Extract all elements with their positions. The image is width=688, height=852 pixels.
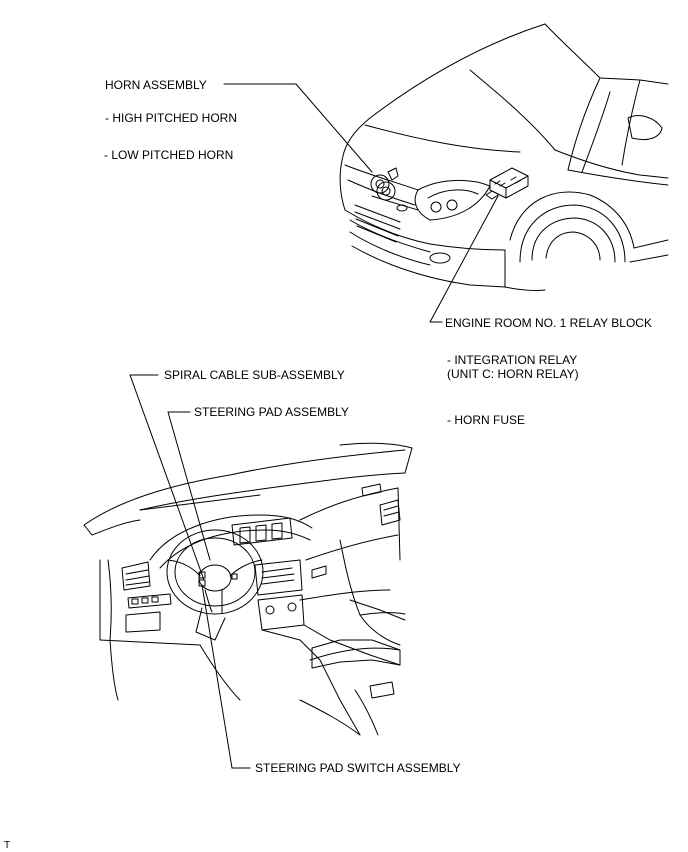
car-front-illustration — [340, 24, 668, 290]
label-spiral-cable: SPIRAL CABLE SUB-ASSEMBLY — [164, 368, 345, 382]
label-steering-pad: STEERING PAD ASSEMBLY — [194, 405, 349, 419]
leader-relay-block — [430, 196, 498, 322]
corner-mark: T — [4, 840, 11, 851]
interior-illustration — [84, 443, 412, 735]
label-engine-room-relay-block: ENGINE ROOM NO. 1 RELAY BLOCK — [445, 316, 652, 330]
label-low-pitched-horn: - LOW PITCHED HORN — [104, 148, 234, 162]
leader-lines — [130, 84, 498, 768]
label-horn-assembly: HORN ASSEMBLY — [105, 78, 207, 92]
leader-spiral-cable — [130, 375, 204, 580]
label-unit-c-horn-relay: (UNIT C: HORN RELAY) — [447, 367, 579, 381]
label-integration-relay: - INTEGRATION RELAY — [447, 353, 578, 367]
label-horn-fuse: - HORN FUSE — [447, 413, 525, 427]
leader-steering-pad — [168, 412, 210, 560]
label-high-pitched-horn: - HIGH PITCHED HORN — [105, 111, 237, 125]
label-steering-pad-switch: STEERING PAD SWITCH ASSEMBLY — [255, 761, 461, 775]
leader-pad-switch — [202, 585, 250, 768]
leader-horn-assembly — [224, 84, 372, 172]
